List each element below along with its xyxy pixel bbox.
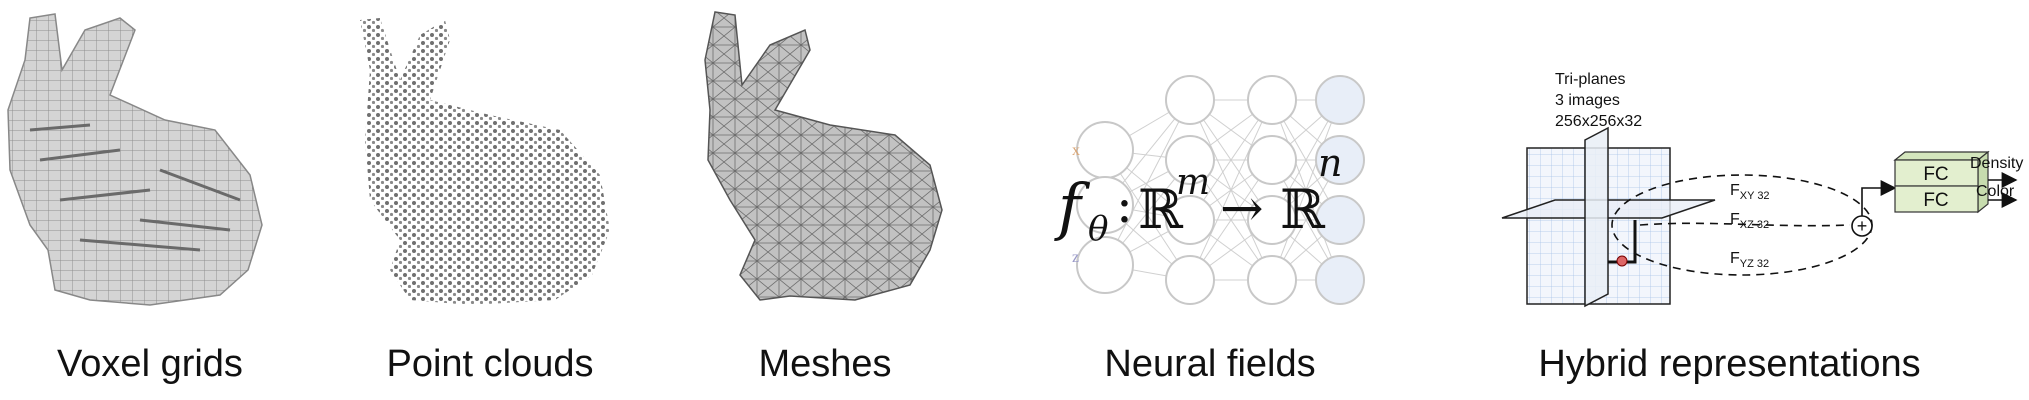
network-edge	[1271, 99, 1341, 281]
network-node	[1315, 75, 1365, 125]
triplane-title-line3: 256x256x32	[1555, 113, 1642, 130]
formula-n: n	[1318, 141, 1342, 185]
formula-m: m	[1176, 162, 1210, 203]
network-node	[1315, 135, 1365, 185]
fc-layer-2	[1894, 185, 1979, 213]
network-node	[1315, 195, 1365, 245]
voxel-bunny-shape	[7, 13, 263, 306]
output-labels: Density Color	[1970, 155, 2023, 200]
network-node	[1247, 75, 1297, 125]
formula-theta: θ	[1088, 209, 1108, 249]
pointcloud-bunny-shape	[360, 18, 610, 305]
neural-network-icon: x z f θ : ℝ m → ℝ n	[1054, 75, 1365, 305]
caption-hybrid-representations: Hybrid representations	[1538, 343, 1921, 385]
caption-voxel-grids: Voxel grids	[57, 343, 243, 385]
fc-label-1: FC	[1923, 164, 1948, 185]
triplane-title-line2: 3 images	[1555, 92, 1620, 109]
network-nodes	[1076, 75, 1365, 305]
panel-point-clouds: Point clouds	[330, 0, 650, 400]
output-color: Color	[1976, 183, 2015, 200]
network-edge	[1189, 99, 1273, 281]
voxel-bunny-icon	[7, 13, 263, 306]
network-node	[1165, 195, 1215, 245]
caption-point-clouds: Point clouds	[386, 343, 594, 385]
network-node	[1165, 75, 1215, 125]
mesh-bunny-icon	[704, 11, 943, 301]
tri-planes	[1501, 126, 1716, 308]
panel-hybrid-representations: Tri-planes 3 images 256x256x32 FXY 32 FX…	[1430, 0, 2029, 400]
network-node	[1076, 236, 1134, 294]
formula-R2: ℝ	[1280, 178, 1326, 241]
input-label-x: x	[1072, 142, 1080, 159]
network-edge	[1104, 99, 1191, 266]
network-node	[1247, 255, 1297, 305]
feature-xy-label: FXY 32	[1730, 182, 1770, 202]
network-node	[1076, 176, 1134, 234]
sum-node: +	[1851, 180, 1897, 237]
formula-R1: ℝ	[1138, 178, 1184, 241]
panel-voxel-grids: Voxel grids	[0, 0, 300, 400]
network-node	[1165, 135, 1215, 185]
panel-neural-fields: x z f θ : ℝ m → ℝ n Neural fields	[1040, 0, 1380, 400]
input-label-z: z	[1072, 249, 1079, 266]
formula-colon: :	[1116, 176, 1133, 234]
sum-symbol: +	[1857, 216, 1868, 236]
output-density: Density	[1970, 155, 2023, 172]
fc-layers: FC FC	[1893, 150, 2018, 214]
panel-meshes: Meshes	[680, 0, 970, 400]
pointcloud-bunny-icon	[360, 18, 610, 305]
triplane-title-line1: Tri-planes	[1555, 71, 1626, 88]
feature-yz-label: FYZ 32	[1730, 250, 1769, 270]
fc-label-2: FC	[1923, 190, 1948, 211]
query-point	[1616, 255, 1628, 267]
network-node	[1315, 255, 1365, 305]
network-node	[1076, 121, 1134, 179]
fc-layer-1	[1894, 159, 1979, 187]
triplane-title: Tri-planes 3 images 256x256x32	[1555, 71, 1642, 130]
plane-yz	[1584, 126, 1609, 308]
network-node	[1247, 195, 1297, 245]
mesh-bunny-shape	[704, 11, 943, 301]
network-node	[1165, 255, 1215, 305]
feature-xz-label: FXZ 32	[1730, 211, 1769, 231]
triplane-diagram-icon: Tri-planes 3 images 256x256x32 FXY 32 FX…	[1501, 71, 2023, 308]
feature-labels: FXY 32 FXZ 32 FYZ 32	[1730, 182, 1770, 270]
network-node	[1247, 135, 1297, 185]
caption-neural-fields: Neural fields	[1104, 343, 1316, 385]
formula-arrow: →	[1220, 179, 1264, 239]
caption-meshes: Meshes	[758, 343, 892, 385]
